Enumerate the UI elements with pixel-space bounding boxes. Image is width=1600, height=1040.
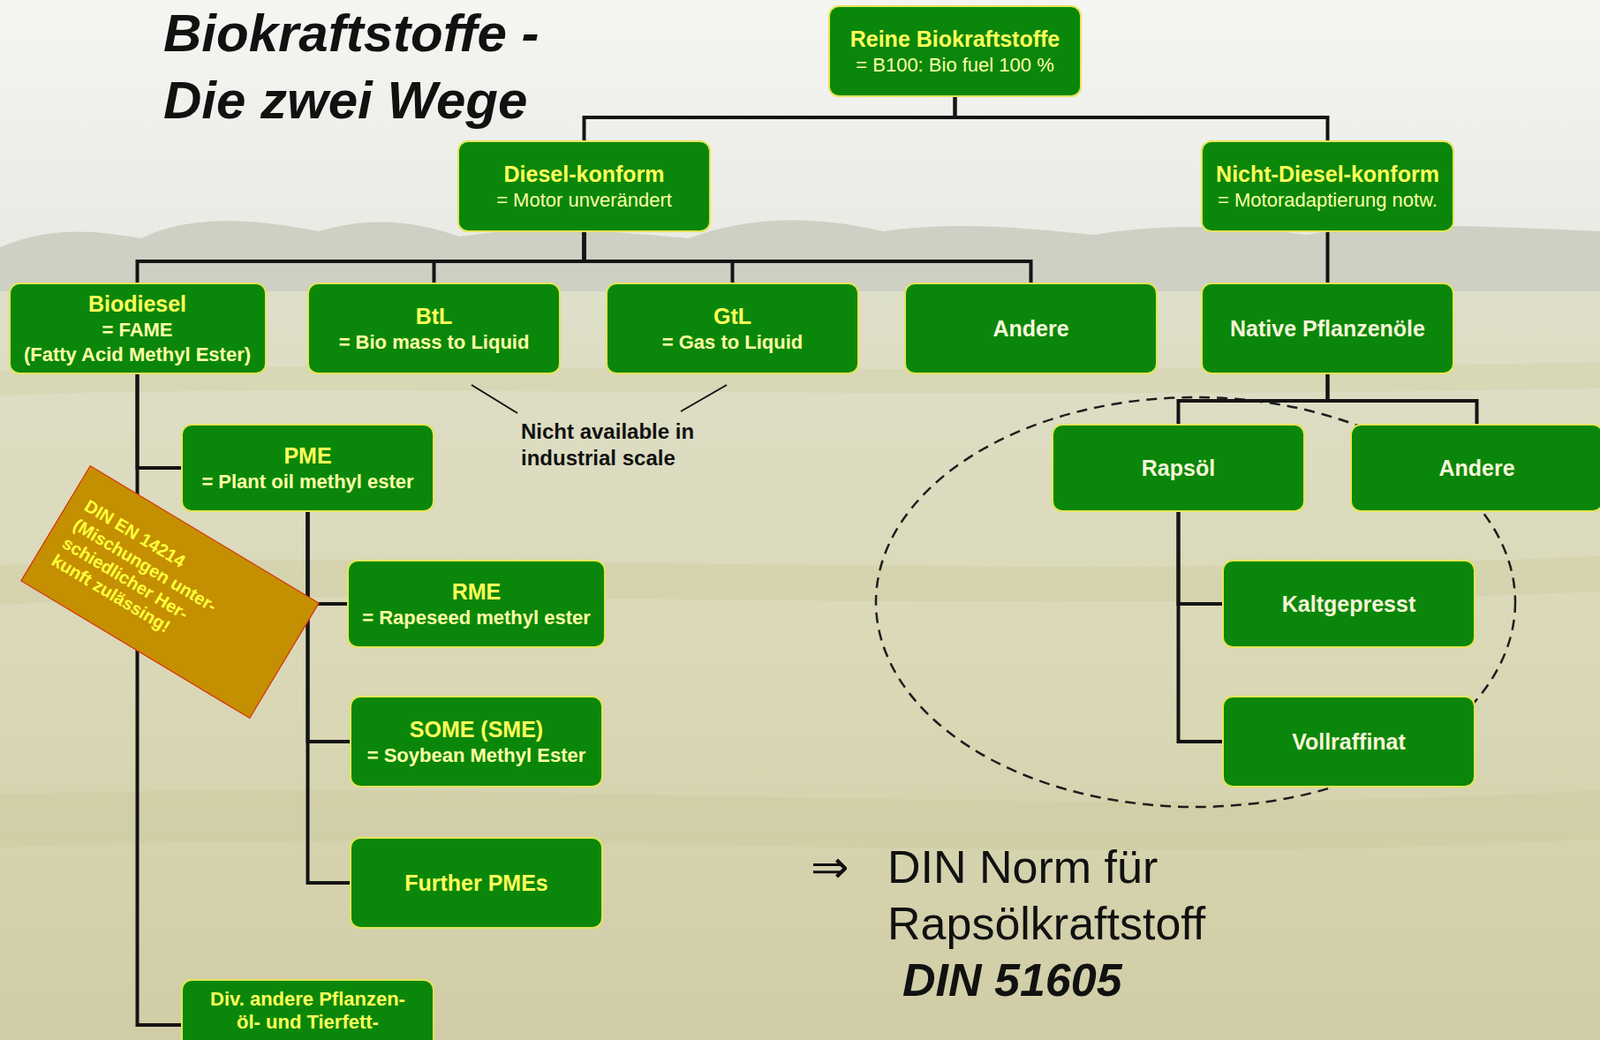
tree-connector [584, 232, 1032, 283]
node-heading: Rapsöl [1141, 455, 1216, 482]
title-holder: Biokraftstoffe - Die zwei Wege [163, 0, 579, 135]
category-box: Native Pflanzenöle [1200, 282, 1455, 375]
node-body: = Bio mass to Liquid [339, 331, 530, 355]
tree-connector [955, 97, 1329, 141]
node-heading: Diesel-konform [504, 161, 665, 188]
leader-line [471, 384, 518, 414]
category-box: GtL= Gas to Liquid [605, 282, 860, 375]
node-heading: SOME (SME) [409, 716, 544, 743]
node-body: = Rapeseed methyl ester [362, 606, 591, 630]
node-heading: Biodiesel [88, 291, 187, 317]
category-box: Further PMEs [349, 837, 604, 929]
node-heading: GtL [713, 303, 752, 330]
node-heading: PME [283, 443, 332, 469]
label-holder: DIN 51605 [902, 951, 1203, 1009]
node-heading: BtL [415, 303, 453, 330]
node-heading: Kaltgepresst [1282, 591, 1416, 618]
rapeseed-field [0, 291, 1600, 1040]
node-heading: RME [452, 579, 502, 605]
node-body: = Gas to Liquid [662, 331, 804, 355]
node-heading: Vollraffinat [1291, 729, 1406, 755]
slide-title: Biokraftstoffe - Die zwei Wege [163, 0, 579, 135]
norm-number: DIN 51605 [902, 951, 1203, 1009]
node-heading: Native Pflanzenöle [1230, 316, 1426, 342]
node-heading: Reine Biokraftstoffe [850, 26, 1061, 53]
node-body: = Soybean Methyl Ester [367, 744, 587, 768]
category-box: Andere [904, 282, 1158, 375]
tree-connector [584, 232, 733, 283]
node-body: = Plant oil methyl ester [201, 470, 414, 494]
connector-group [137, 97, 1478, 1026]
node-body: = Motoradaptierung notw. [1217, 188, 1438, 212]
tree-connector [137, 374, 182, 468]
category-box: Nicht-Diesel-konform= Motoradaptierung n… [1200, 140, 1455, 233]
category-box: Div. andere Pflanzen- öl- und Tierfett- [181, 979, 435, 1040]
label-holder: DIN Norm für Rapsölkraftstoff [887, 838, 1259, 952]
leader-line [680, 384, 727, 412]
tree-connector [308, 512, 351, 742]
node-heading: Further PMEs [404, 870, 549, 897]
node-heading: Andere [992, 316, 1069, 342]
tree-connector [137, 232, 585, 283]
tree-connector [137, 374, 182, 1026]
category-box: Rapsöl [1051, 423, 1306, 513]
tree-connector [1178, 374, 1329, 424]
norm-note: DIN Norm für Rapsölkraftstoff [887, 838, 1259, 952]
node-heading: Div. andere Pflanzen- öl- und Tierfett- [203, 988, 412, 1034]
tree-connector [1178, 512, 1223, 742]
label-holder: Nicht available in industrial scale [520, 418, 742, 472]
category-box: Diesel-konform= Motor unverändert [457, 140, 711, 233]
node-body: = FAME [101, 318, 173, 342]
category-box: SOME (SME)= Soybean Methyl Ester [349, 695, 604, 788]
category-box: PME= Plant oil methyl ester [181, 423, 435, 513]
tree-connector [434, 232, 585, 283]
node-heading: Nicht-Diesel-konform [1215, 161, 1440, 188]
label-holder: ⇒ [810, 838, 868, 896]
tree-connector [1326, 232, 1330, 283]
node-body: = Motor unverändert [496, 188, 672, 212]
tree-connector [584, 97, 956, 141]
category-box: RME= Rapeseed methyl ester [347, 559, 606, 649]
tree-connector [1328, 374, 1478, 424]
field-stripe [0, 790, 1600, 851]
category-box: Biodiesel= FAME(Fatty Acid Methyl Ester) [8, 282, 267, 375]
node-body: (Fatty Acid Methyl Ester) [23, 343, 251, 367]
category-box: Kaltgepresst [1222, 559, 1476, 649]
category-box: Andere [1350, 423, 1600, 513]
node-body: = B100: Bio fuel 100 % [855, 53, 1054, 77]
tree-connector [1178, 512, 1223, 604]
tree-connector [308, 512, 348, 604]
tree-connector [308, 512, 351, 884]
category-box: BtL= Bio mass to Liquid [307, 282, 561, 375]
root-box: Reine Biokraftstoffe= B100: Bio fuel 100… [828, 5, 1082, 98]
implication-arrow: ⇒ [810, 838, 868, 896]
node-heading: Andere [1438, 455, 1515, 482]
category-box: Vollraffinat [1222, 695, 1476, 788]
availability-note: Nicht available in industrial scale [520, 418, 742, 472]
